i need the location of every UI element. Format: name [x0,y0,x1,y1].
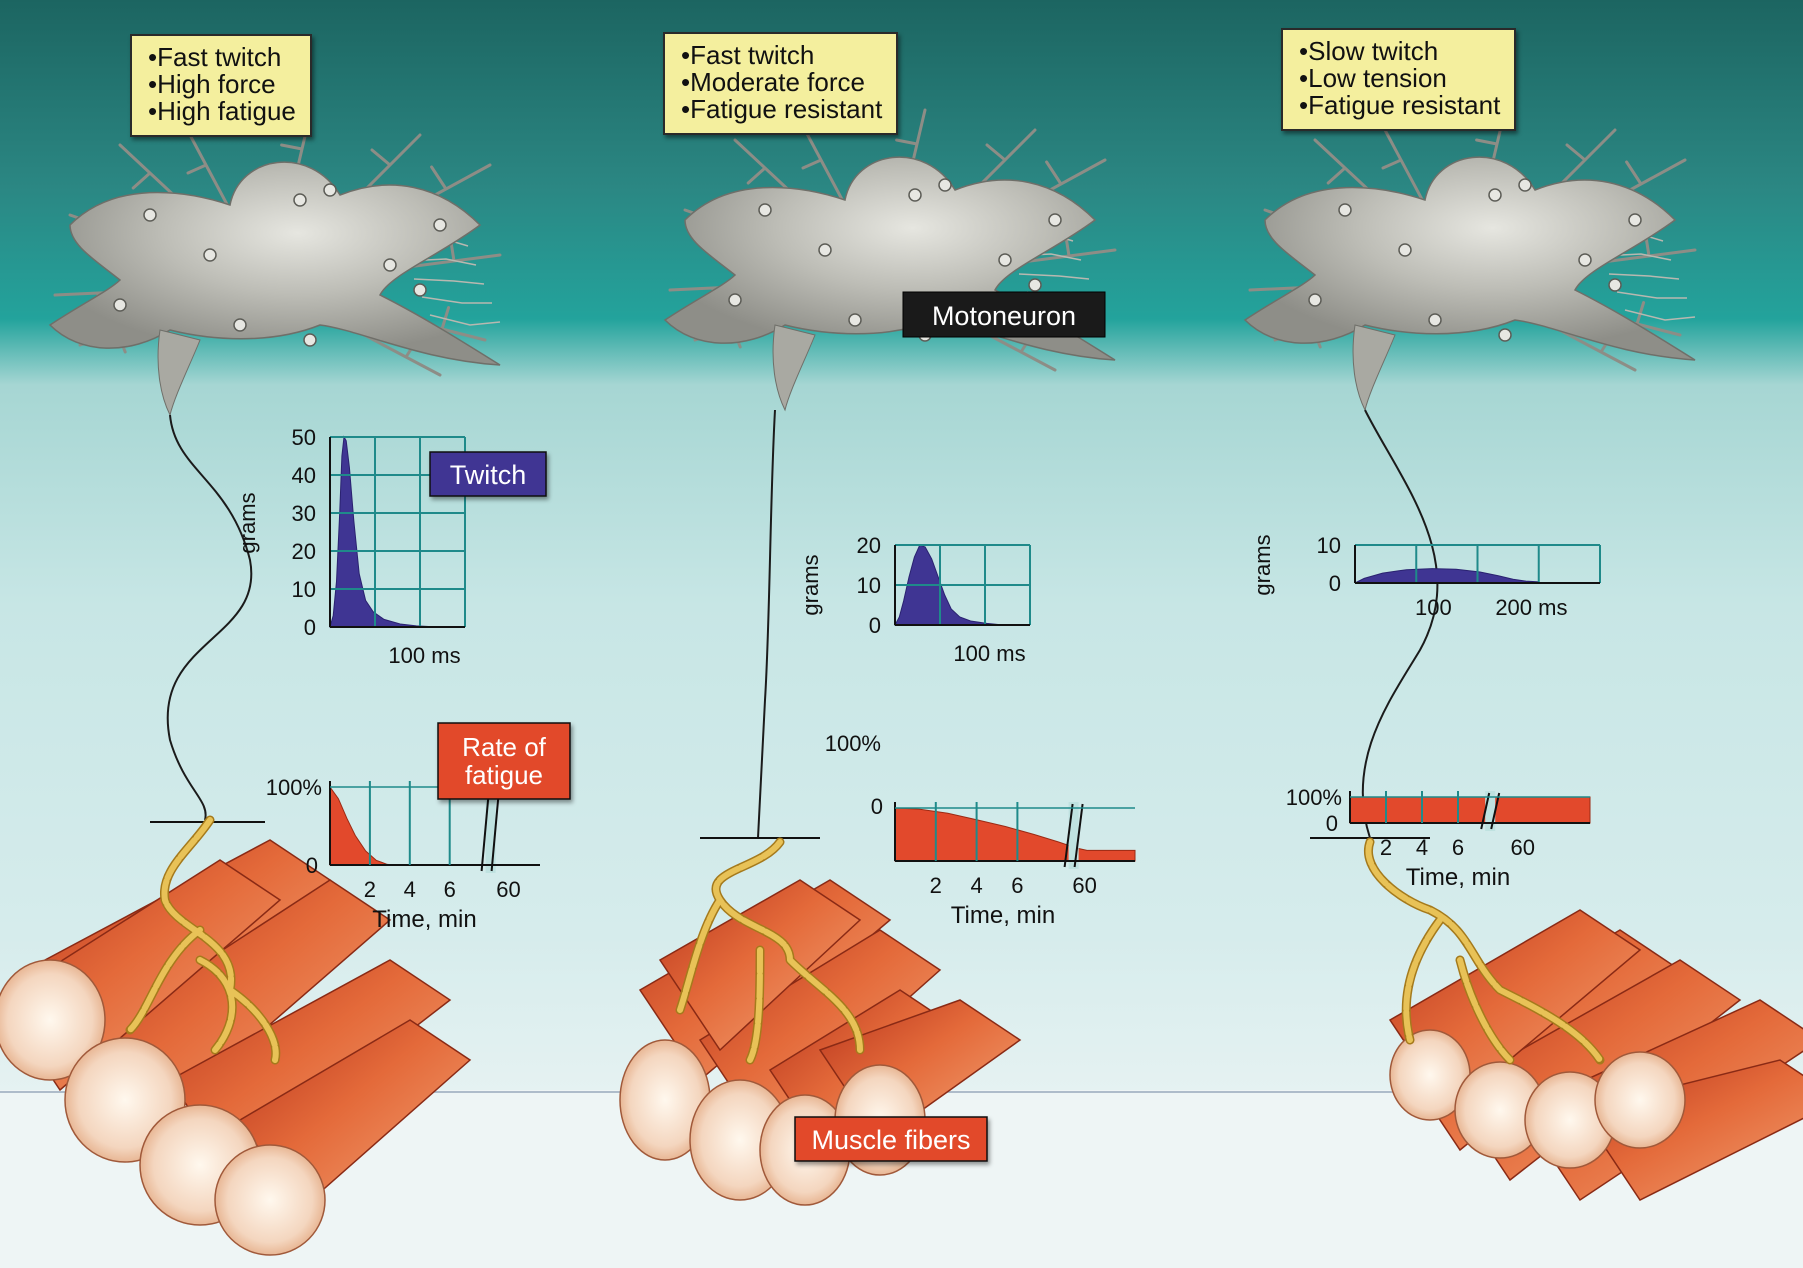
note-item: High fatigue [148,98,296,125]
synaptic-bouton [204,249,216,261]
x-tick-label: 2 [364,877,376,902]
muscle-fiber-end [215,1145,325,1255]
synaptic-bouton [1499,329,1511,341]
synaptic-bouton [414,284,426,296]
synaptic-bouton [304,334,316,346]
x-tick-label: 4 [970,873,982,898]
y-tick-label: 50 [292,425,316,450]
muscle-fibers-tag-label: Muscle fibers [811,1125,970,1155]
note-item: Low tension [1299,65,1500,92]
synaptic-bouton [114,299,126,311]
y-tick-label: 0 [869,613,881,638]
muscle-fiber-end [1595,1052,1685,1148]
y-tick-label: 100% [266,775,322,800]
y-tick-label: 0 [306,853,318,878]
synaptic-bouton [1519,179,1531,191]
note-item: Slow twitch [1299,38,1500,65]
y-tick-label: 10 [1317,533,1341,558]
synaptic-bouton [999,254,1011,266]
synaptic-bouton [1399,244,1411,256]
note-item: High force [148,71,296,98]
y-tick-label: 0 [1329,571,1341,596]
x-axis-label: 100 ms [953,641,1025,666]
y-tick-label: 100% [825,731,881,756]
x-axis-label: 100 ms [388,643,460,668]
note-item: Fast twitch [148,44,296,71]
synaptic-bouton [1049,214,1061,226]
synaptic-bouton [1029,279,1041,291]
x-tick-label: 6 [1452,835,1464,860]
x-tick-label: 6 [1011,873,1023,898]
x-axis-label: Time, min [1406,864,1510,891]
note-fast-fatigue-resistant: Fast twitch Moderate force Fatigue resis… [663,32,898,135]
note-slow: Slow twitch Low tension Fatigue resistan… [1281,28,1516,131]
y-tick-label: 0 [1326,811,1338,836]
y-axis-label: grams [235,492,260,553]
synaptic-bouton [1609,279,1621,291]
y-tick-label: 20 [857,533,881,558]
synaptic-bouton [759,204,771,216]
x-tick-label: 60 [1072,873,1096,898]
y-tick-label: 10 [292,577,316,602]
synaptic-bouton [939,179,951,191]
note-fast-fatigable: Fast twitch High force High fatigue [130,34,312,137]
y-tick-label: 30 [292,501,316,526]
y-tick-label: 40 [292,463,316,488]
motoneuron-tag: Motoneuron [903,292,1105,337]
note-item: Fast twitch [681,42,882,69]
y-tick-label: 0 [871,794,883,819]
note-item: Moderate force [681,69,882,96]
fatigue-tag-line: fatigue [465,760,543,790]
muscle-fibers-tag: Muscle fibers [795,1117,987,1161]
x-tick-label: 60 [496,877,520,902]
x-tick-label: 60 [1511,835,1535,860]
synaptic-bouton [294,194,306,206]
note-item: Fatigue resistant [1299,92,1500,119]
x-tick-label: 2 [930,873,942,898]
synaptic-bouton [1629,214,1641,226]
x-tick-label: 200 ms [1495,595,1567,620]
y-tick-label: 0 [304,615,316,640]
synaptic-bouton [1489,189,1501,201]
y-axis-label: grams [1250,534,1275,595]
x-tick-label: 100 [1415,595,1452,620]
note-item: Fatigue resistant [681,96,882,123]
twitch-tag-label: Twitch [450,460,527,490]
y-tick-label: 100% [1286,785,1342,810]
x-tick-label: 4 [404,877,416,902]
synaptic-bouton [819,244,831,256]
synaptic-bouton [849,314,861,326]
synaptic-bouton [324,184,336,196]
synaptic-bouton [729,294,741,306]
synaptic-bouton [1579,254,1591,266]
y-axis-label: grams [798,554,823,615]
x-axis-label: Time, min [372,906,476,933]
x-axis-label: Time, min [951,902,1055,929]
x-tick-label: 2 [1380,835,1392,860]
x-tick-label: 6 [444,877,456,902]
synaptic-bouton [234,319,246,331]
synaptic-bouton [384,259,396,271]
synaptic-bouton [1309,294,1321,306]
x-tick-label: 4 [1416,835,1428,860]
synaptic-bouton [909,189,921,201]
y-tick-label: 10 [857,573,881,598]
motoneuron-tag-label: Motoneuron [932,301,1076,331]
fatigue-tag-line: Rate of [462,732,547,762]
axis-break [1069,802,1079,869]
synaptic-bouton [434,219,446,231]
synaptic-bouton [1339,204,1351,216]
synaptic-bouton [144,209,156,221]
y-tick-label: 20 [292,539,316,564]
twitch-tag: Twitch [430,452,546,496]
synaptic-bouton [1429,314,1441,326]
